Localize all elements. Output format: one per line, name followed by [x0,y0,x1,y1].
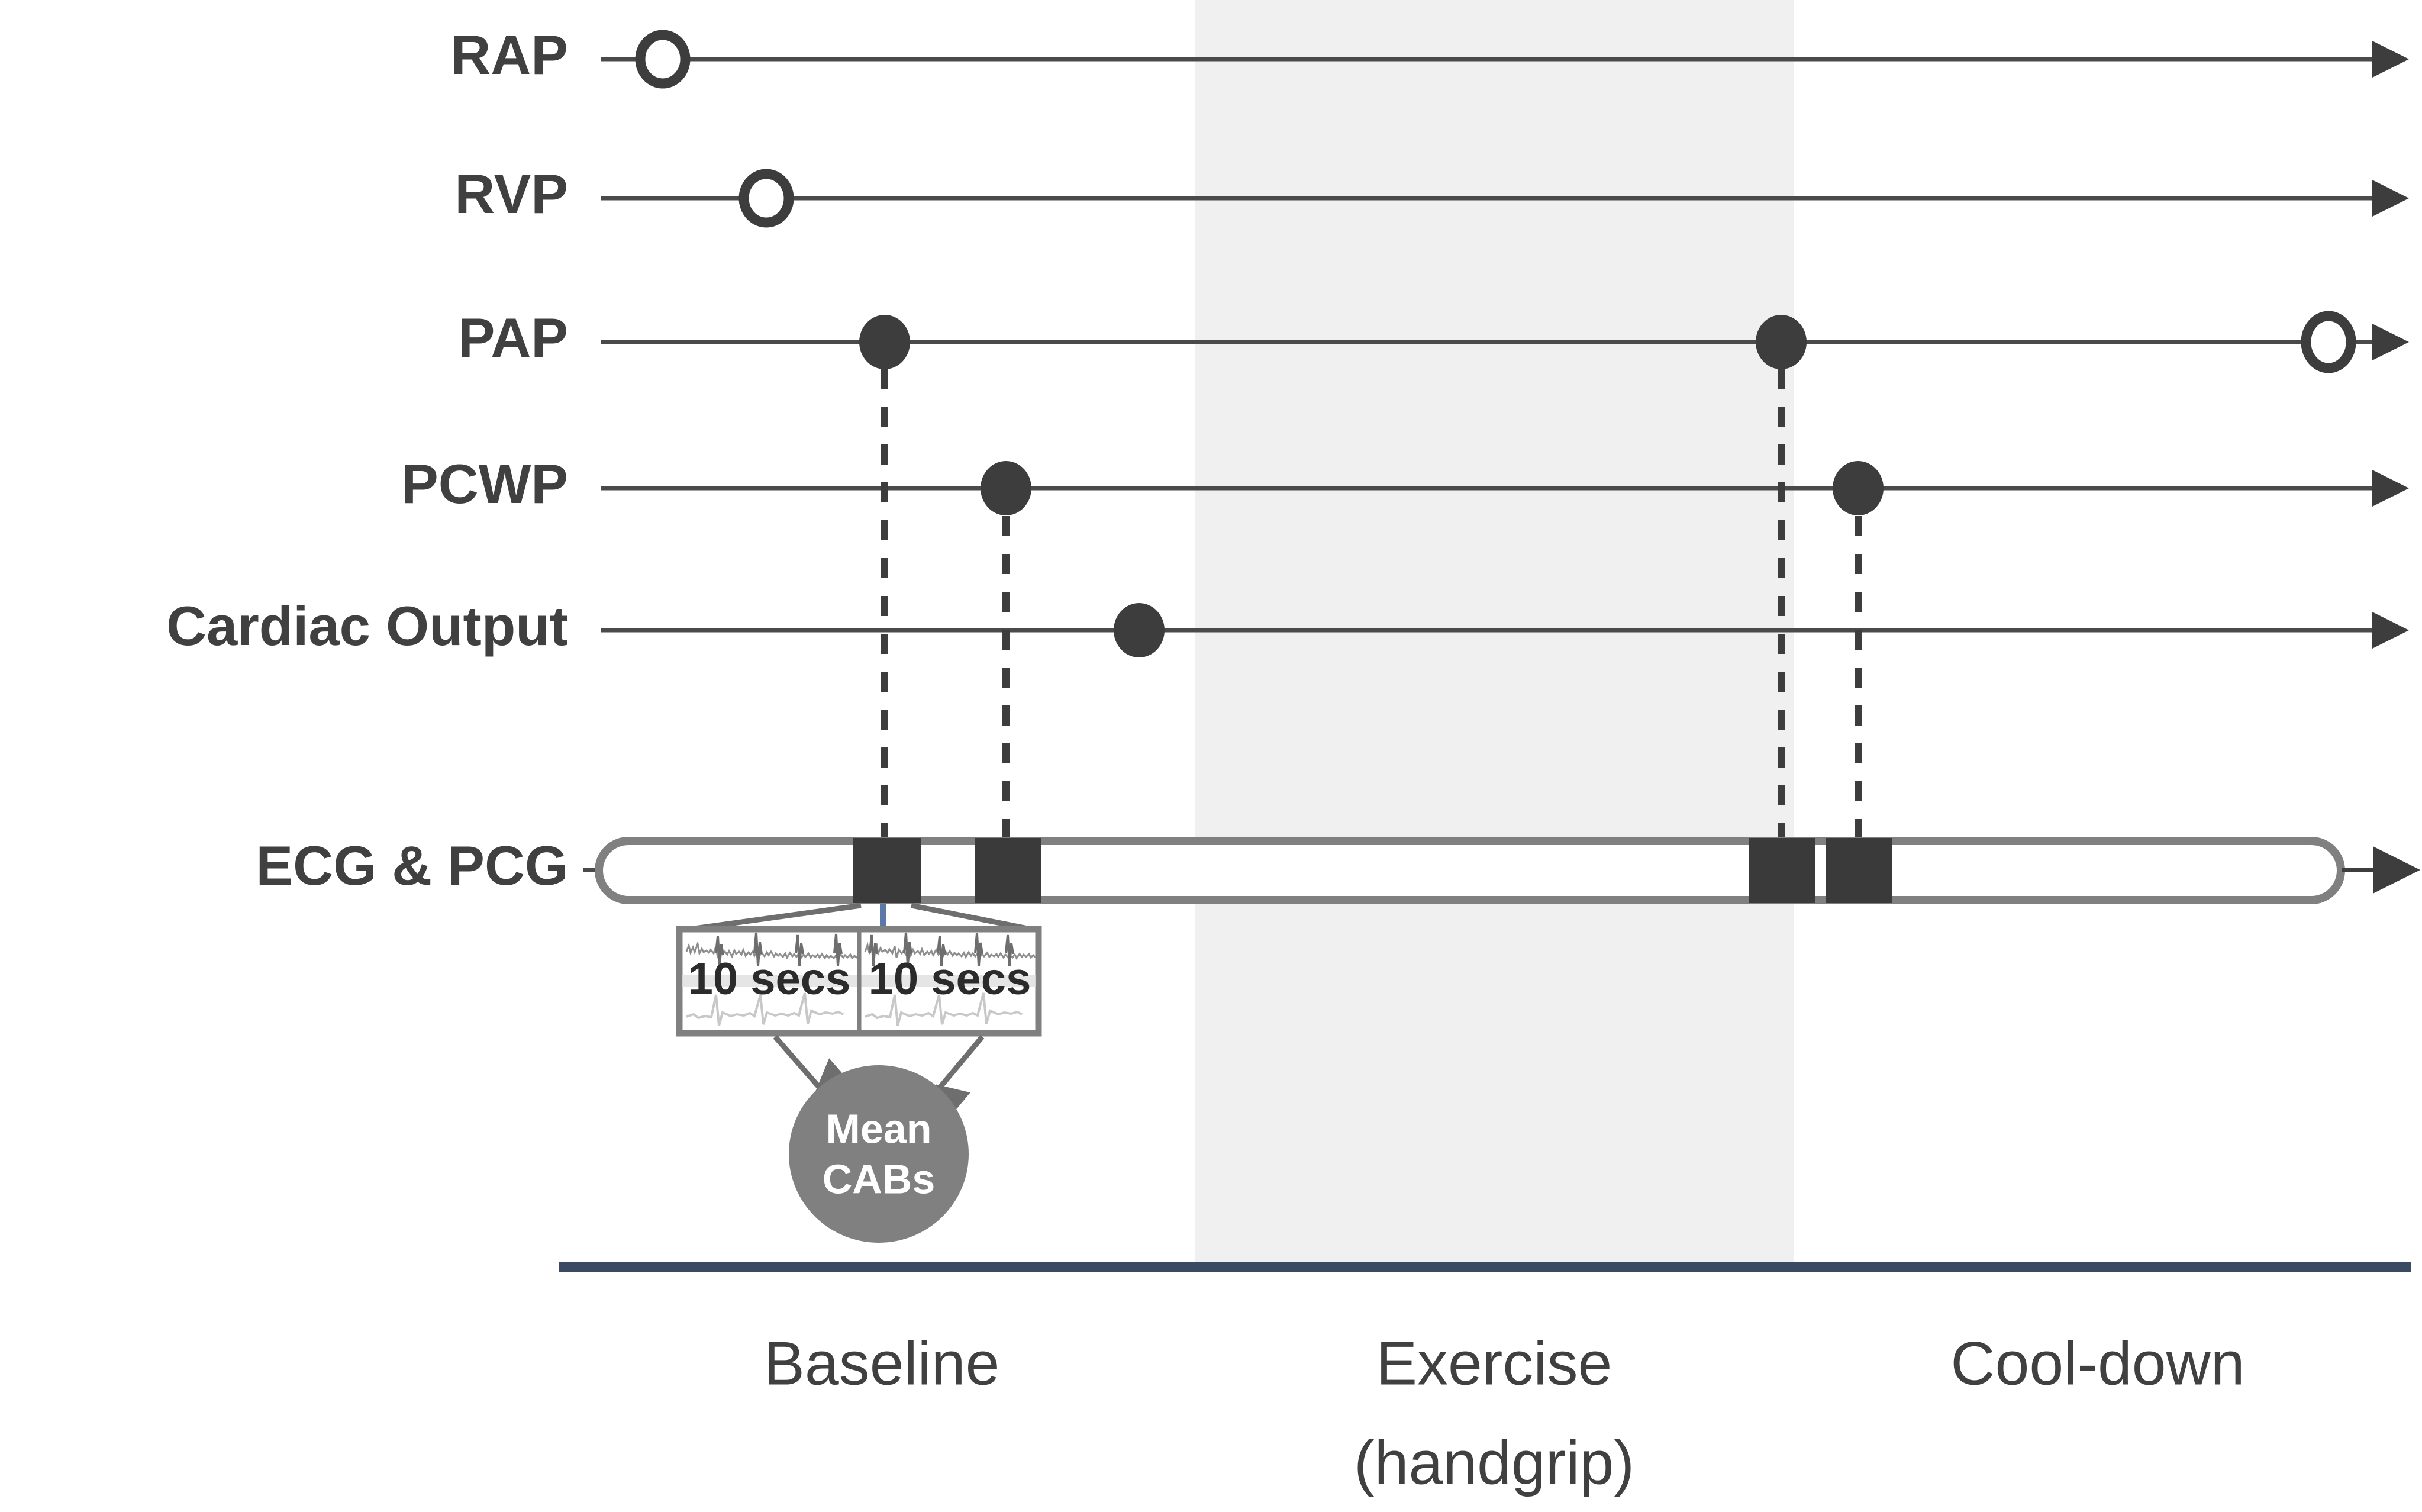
ecg-inset-box: 10 secs 10 secs [676,926,1042,1037]
marker-cardiac-output-baseline[interactable] [1114,603,1165,657]
marker-rvp-open[interactable] [738,169,794,228]
marker-pap-cooldown-open[interactable] [2301,311,2356,373]
inset-ecg-trace-a [686,992,844,1026]
ecg-recording-block-4[interactable] [1826,838,1892,903]
ecg-recording-block-2[interactable] [975,838,1041,903]
lane-label-rap: RAP [451,24,568,86]
phase-axis-bar [559,1262,2411,1272]
inset-pcg-spike-a1 [715,936,724,966]
lane-label-rvp: RVP [454,163,568,225]
lane-label-pcwp: PCWP [401,453,568,515]
mean-cabs-node[interactable]: Mean CABs [789,1065,969,1243]
mean-cabs-label-line1: Mean [826,1105,932,1152]
phase-label-baseline: Baseline [764,1329,1000,1398]
lane-label-cardiac-output: Cardiac Output [166,595,568,657]
marker-pcwp-baseline[interactable] [981,461,1031,515]
inset-pcg-spike-a4 [833,933,843,966]
marker-rap-open[interactable] [635,30,691,89]
phase-label-exercise: Exercise [1376,1329,1612,1398]
mean-cabs-label-line2: CABs [823,1156,936,1202]
ecg-recording-block-3[interactable] [1749,838,1815,903]
inset-pcg-spike-b2 [903,932,912,966]
inset-ecg-trace-b [865,992,1023,1026]
phase-labels: Baseline Exercise (handgrip) Cool-down [764,1329,2245,1497]
inset-panel-a-traces [685,932,858,1026]
inset-pcg-trace-b [864,942,1036,960]
ecg-recording-block-1[interactable] [853,838,921,903]
drop-lines [881,369,1862,855]
inset-pcg-spike-b1 [869,934,878,966]
inset-label-panel-b: 10 secs [869,954,1031,1004]
marker-pap-exercise[interactable] [1756,315,1807,369]
cab-arrow-right [936,1035,985,1117]
lane-markers [635,30,2356,657]
inset-pcg-spike-b3 [937,936,946,966]
lane-labels: RAP RVP PAP PCWP Cardiac Output ECG & PC… [166,24,568,897]
inset-label-panel-a: 10 secs [688,954,851,1004]
phase-label-cooldown: Cool-down [1950,1329,2244,1398]
ecg-pcg-bar [595,837,2420,904]
lane-label-pap: PAP [458,307,568,369]
inset-pcg-spike-b4 [974,933,983,966]
cab-arrows [773,1035,985,1117]
inset-pcg-spike-a2 [753,932,763,966]
cab-arrow-left [773,1035,850,1091]
inset-panel-b-traces [864,932,1036,1026]
marker-pap-baseline[interactable] [859,315,910,369]
inset-pcg-spike-a3 [795,934,804,966]
mean-cabs-circle[interactable] [789,1065,969,1243]
inset-pcg-spike-b5 [1005,934,1014,966]
lane-label-ecg-pcg: ECG & PCG [256,834,568,897]
phase-label-exercise-sub: (handgrip) [1354,1429,1634,1497]
marker-pcwp-cooldown[interactable] [1833,461,1884,515]
